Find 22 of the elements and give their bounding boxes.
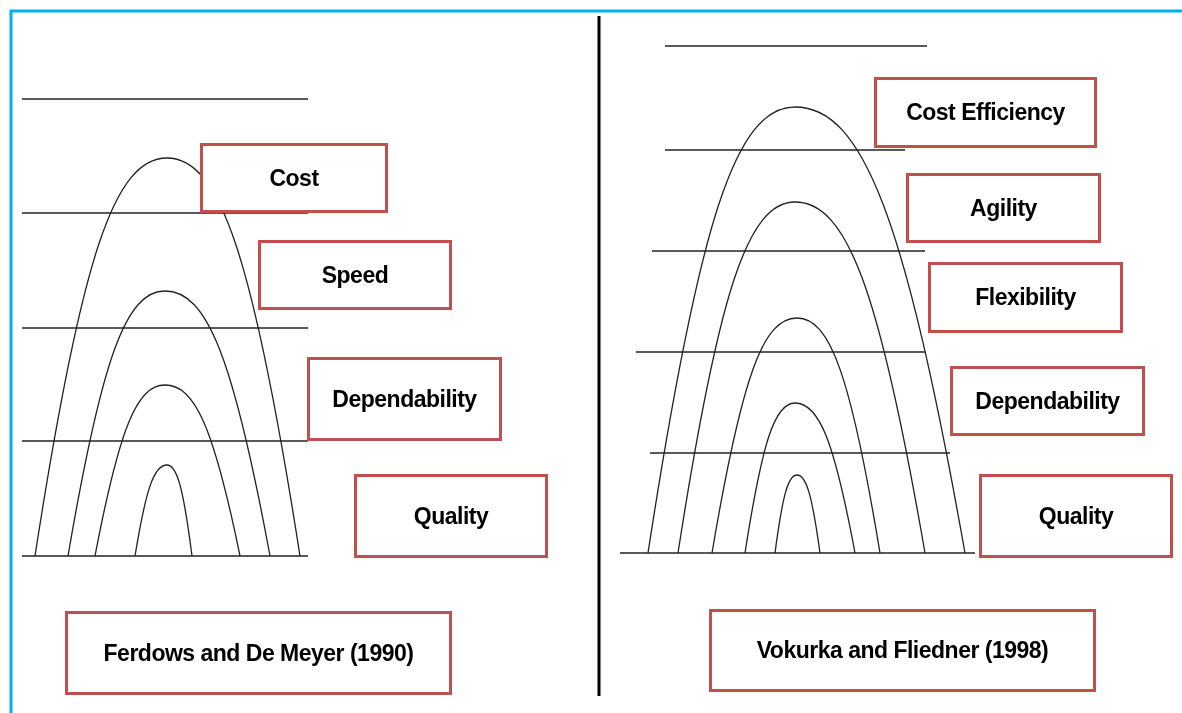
box-label: Speed bbox=[321, 261, 389, 289]
label-box bbox=[258, 240, 452, 310]
label-box bbox=[928, 262, 1123, 333]
label-box bbox=[307, 357, 502, 441]
label-box bbox=[979, 474, 1173, 558]
label-box bbox=[709, 609, 1096, 692]
box-label: Dependability bbox=[332, 385, 477, 413]
box-label: Vokurka and Fliedner (1998) bbox=[756, 637, 1049, 664]
label-box bbox=[950, 366, 1145, 436]
label-box bbox=[354, 474, 548, 558]
box-label: Flexibility bbox=[975, 284, 1076, 311]
label-box bbox=[65, 611, 452, 695]
box-label: Ferdows and De Meyer (1990) bbox=[103, 639, 414, 667]
box-label: Cost Efficiency bbox=[906, 99, 1065, 126]
label-box bbox=[874, 77, 1097, 148]
box-label: Quality bbox=[413, 502, 489, 530]
box-label: Dependability bbox=[975, 387, 1120, 415]
box-label: Agility bbox=[970, 194, 1037, 222]
label-box bbox=[906, 173, 1101, 243]
box-label: Cost bbox=[269, 164, 319, 192]
box-label: Quality bbox=[1038, 502, 1114, 530]
label-box bbox=[200, 143, 388, 213]
